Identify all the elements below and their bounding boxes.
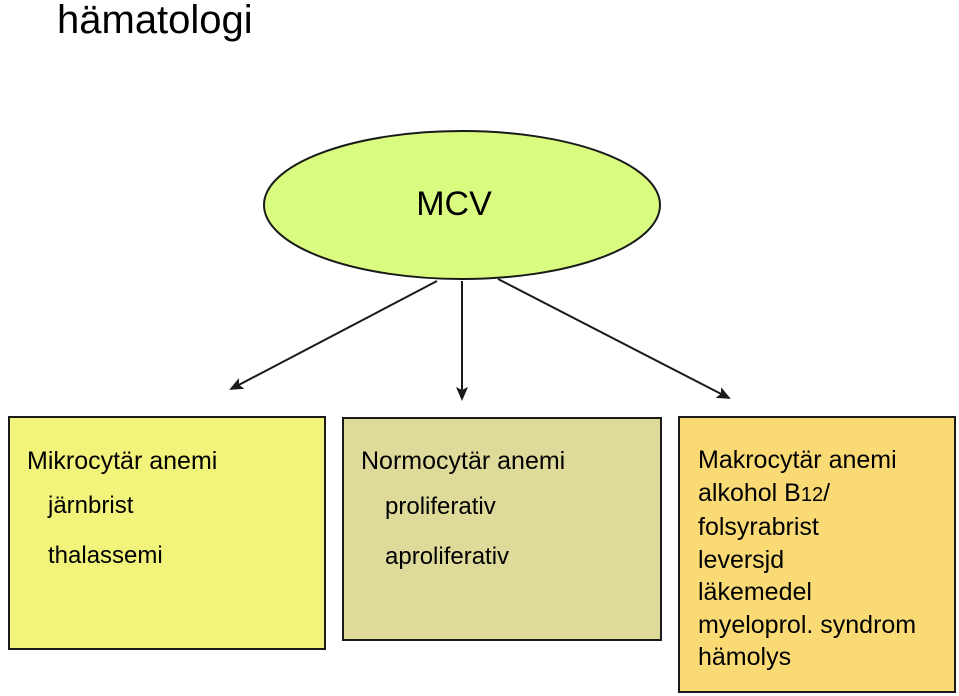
- list-item: folsyrabrist: [698, 513, 819, 541]
- list-item: järnbrist: [48, 492, 134, 519]
- list-item: leversjd: [698, 545, 785, 574]
- list-item: proliferativ: [385, 493, 496, 520]
- arrow-to-makrocytar: [497, 278, 731, 399]
- list-item-text: alkohol B: [698, 478, 801, 507]
- page-title: hämatologi: [57, 0, 253, 42]
- list-item: thalassemi: [48, 542, 163, 569]
- arrow-to-mikrocytar: [229, 280, 438, 390]
- list-item: alkohol B12/: [698, 477, 916, 512]
- list-item: myeloprol. syndrom: [698, 610, 917, 639]
- box-heading: Mikrocytär anemi: [27, 447, 218, 475]
- list-item-number: 12: [800, 483, 824, 506]
- box-heading: Makrocytär anemi: [698, 446, 897, 474]
- box-makrocytar-anemi: Makrocytär anemi alkohol B12/ folsyrabri…: [678, 416, 956, 693]
- list-item: läkemedel: [698, 578, 812, 606]
- box-heading: Normocytär anemi: [361, 447, 566, 475]
- box-mikrocytar-anemi: Mikrocytär anemi järnbrist thalassemi: [8, 416, 326, 650]
- list-item: aproliferativ: [385, 543, 510, 570]
- mcv-label: MCV: [416, 185, 492, 223]
- list-item: hämolys: [698, 643, 792, 671]
- box-normocytar-anemi: Normocytär anemi proliferativ aprolifera…: [342, 417, 662, 641]
- box-list: Makrocytär anemi alkohol B12/ folsyrabri…: [698, 444, 916, 674]
- mcv-ellipse: [263, 130, 661, 280]
- list-item-separator: /: [823, 478, 831, 507]
